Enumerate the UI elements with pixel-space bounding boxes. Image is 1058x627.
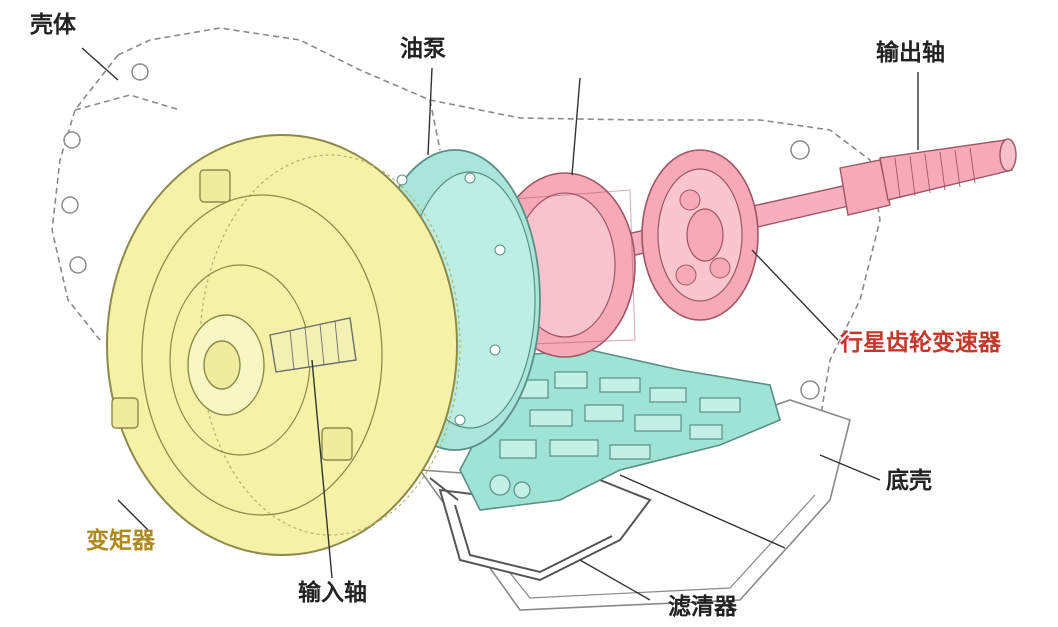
leader-planetary-top <box>571 77 581 176</box>
housing-outline <box>51 27 881 461</box>
label-filter: 滤清器 <box>668 594 737 620</box>
planetary-ring-gear <box>641 149 759 321</box>
leader-planetary <box>751 249 839 341</box>
label-input-shaft: 输入轴 <box>298 580 367 606</box>
leader-torque-converter <box>117 499 149 531</box>
leader-valve <box>619 474 786 549</box>
label-torque-converter: 变矩器 <box>86 528 155 554</box>
label-planetary-gearset: 行星齿轮变速器 <box>840 330 1001 356</box>
label-oil-pump: 油泵 <box>400 36 446 62</box>
label-housing: 壳体 <box>30 12 76 38</box>
input-shaft <box>269 317 357 373</box>
leader-housing <box>81 47 119 81</box>
leader-input-shaft <box>311 359 333 579</box>
leader-oil-pan <box>819 454 881 481</box>
label-oil-pan: 底壳 <box>886 468 932 494</box>
leader-lines <box>81 47 919 601</box>
housing-bosses <box>61 63 820 400</box>
leader-filter <box>579 559 651 601</box>
leader-oil-pump <box>427 67 433 156</box>
label-output-shaft: 输出轴 <box>876 40 945 66</box>
